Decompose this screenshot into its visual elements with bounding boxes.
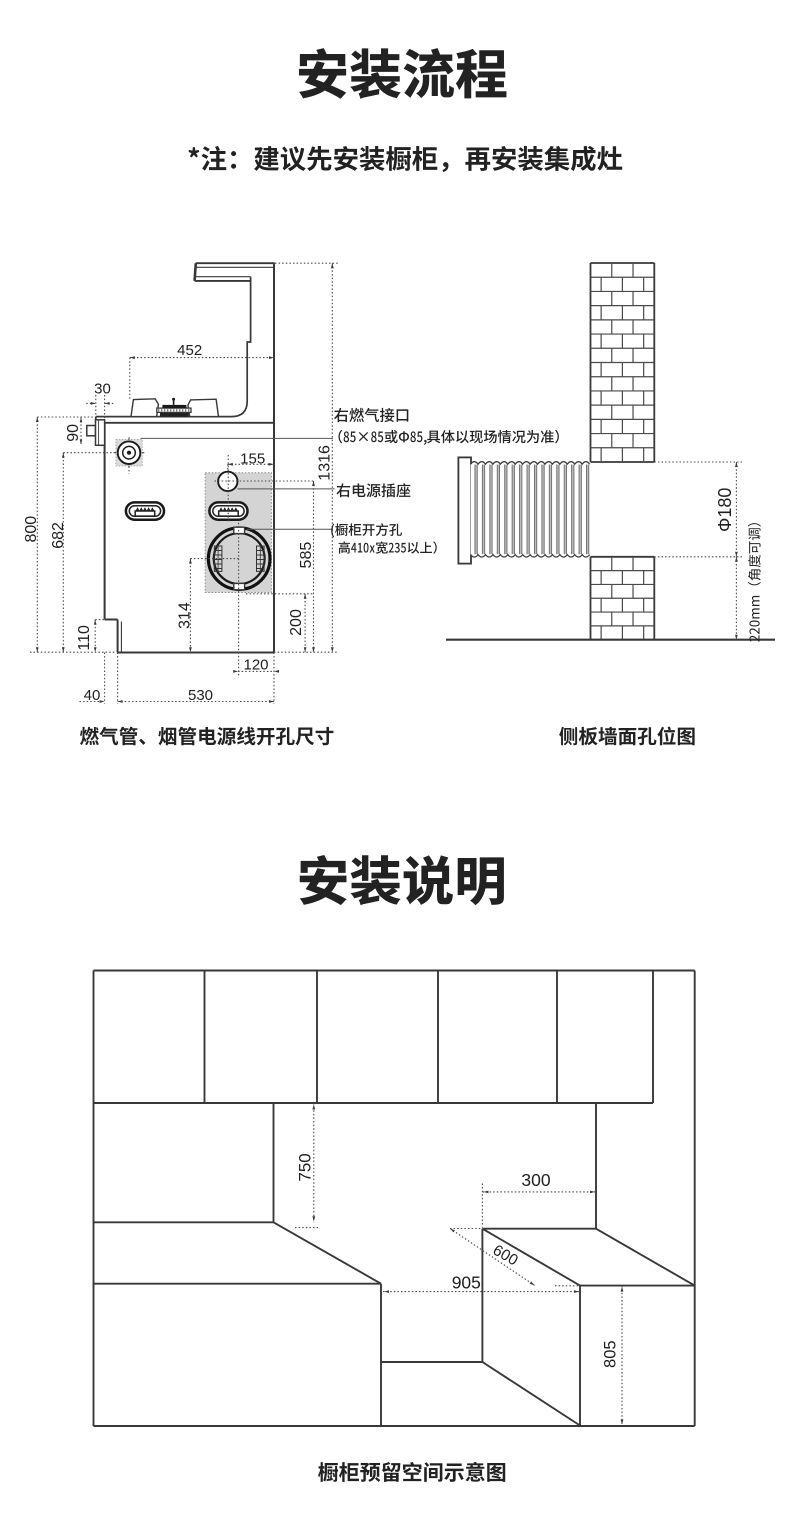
svg-text:120: 120 (243, 657, 268, 674)
svg-text:750: 750 (295, 1153, 314, 1181)
svg-text:30: 30 (94, 381, 111, 398)
svg-text:585: 585 (298, 542, 315, 569)
svg-text:905: 905 (452, 1273, 481, 1293)
svg-text:300: 300 (521, 1170, 550, 1190)
svg-text:40: 40 (84, 687, 101, 704)
svg-text:200: 200 (288, 609, 305, 636)
svg-text:682: 682 (50, 522, 67, 549)
svg-text:90: 90 (65, 424, 82, 442)
svg-text:452: 452 (177, 342, 202, 359)
svg-text:314: 314 (177, 602, 194, 629)
svg-text:110: 110 (76, 625, 93, 651)
svg-text:155: 155 (240, 450, 265, 467)
svg-text:1316: 1316 (317, 445, 334, 481)
svg-text:Φ180: Φ180 (715, 488, 735, 532)
svg-text:800: 800 (23, 516, 40, 543)
svg-text:805: 805 (601, 1340, 619, 1368)
svg-text:530: 530 (188, 687, 213, 704)
